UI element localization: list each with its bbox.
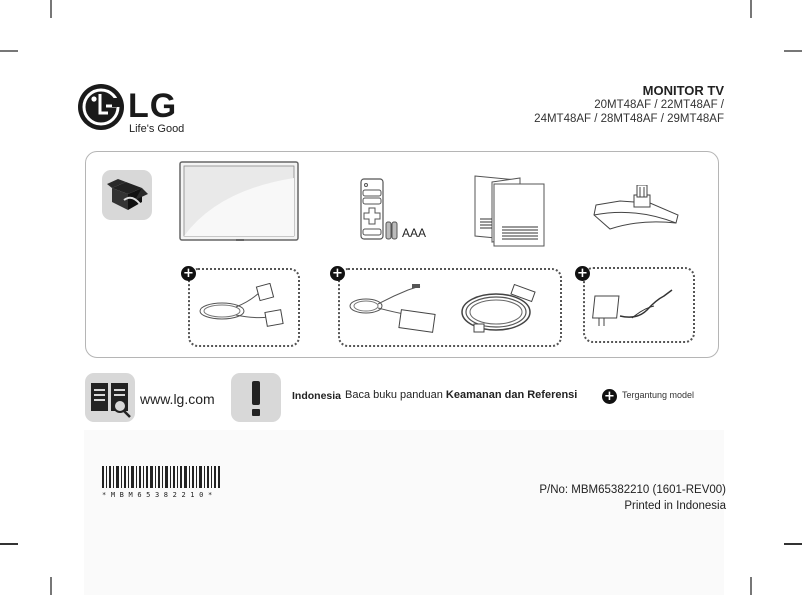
instruction-bold: Keamanan dan Referensi [445,389,578,401]
crop-mark [50,577,52,595]
crop-mark [784,50,802,52]
optional-power-box [338,268,562,347]
brand-tagline: Life's Good [129,123,185,135]
barcode-text: * M B M 6 5 3 8 2 2 1 0 * [102,491,213,499]
plus-icon: + [330,266,345,281]
optional-wall-adapter-box [583,267,695,343]
dsub-cable-icon [196,282,292,337]
part-number: P/No: MBM65382210 (1601-REV00) [539,484,726,496]
crop-mark [0,50,18,52]
model-line-1: 20MT48AF / 22MT48AF / [594,99,724,111]
language-label: Indonesia [292,390,342,402]
legend-text: Tergantung model [622,390,695,400]
lg-logo-icon [78,84,124,130]
manual-search-icon [85,373,135,422]
barcode [102,466,220,492]
stand-icon [590,184,690,239]
page-background [84,430,724,595]
battery-label: AAA [402,226,427,240]
brand-name: LG [128,87,178,125]
warning-exclamation-icon [231,373,281,422]
product-title: MONITOR TV [642,83,724,98]
printed-in: Printed in Indonesia [624,500,726,512]
plus-legend-icon: + [602,389,617,404]
crop-mark [50,0,52,18]
crop-mark [0,543,18,545]
power-cord-icon [460,283,544,342]
instruction-prefix: Baca buku panduan [345,389,446,401]
adapter-icon [348,282,438,342]
plus-icon: + [181,266,196,281]
crop-mark [784,543,802,545]
plus-icon: + [575,266,590,281]
manual-icon [472,172,548,252]
website-link[interactable]: www.lg.com [140,391,215,407]
remote-icon [360,178,410,246]
instruction-text: Baca buku panduan Keamanan dan Referensi [345,389,577,401]
wall-adapter-icon [592,286,682,336]
crop-mark [750,0,752,18]
model-line-2: 24MT48AF / 28MT48AF / 29MT48AF [534,113,724,125]
crop-mark [750,577,752,595]
box-unpack-icon [102,170,152,220]
optional-dsub-box [188,268,300,347]
monitor-icon [178,160,302,248]
model-list: 20MT48AF / 22MT48AF / 24MT48AF / 28MT48A… [534,98,724,126]
